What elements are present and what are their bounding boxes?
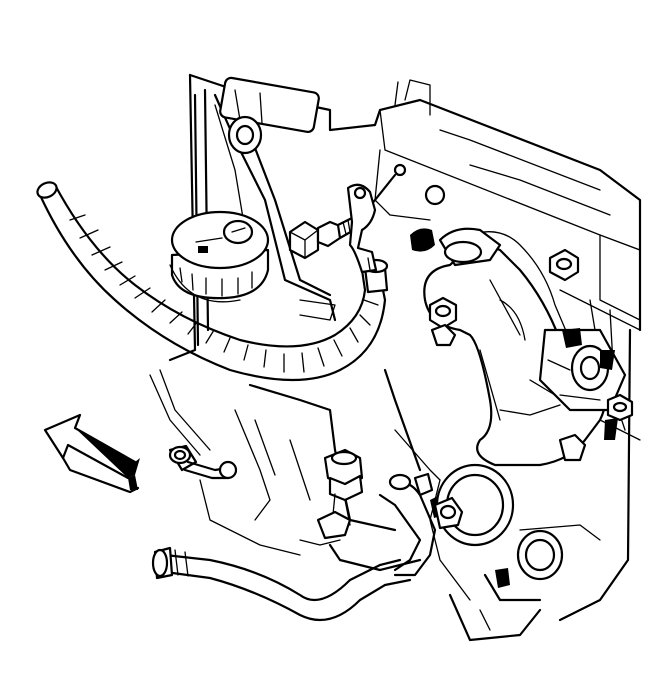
- heater-hose: [36, 181, 389, 382]
- front-direction-arrow: [43, 413, 140, 494]
- coolant-outlet-fittings: [413, 463, 601, 601]
- surge-tank-cap: [169, 210, 270, 303]
- ring-terminal: [346, 183, 378, 274]
- ground-strap-bolt: [288, 173, 397, 260]
- engine-block: [168, 73, 642, 642]
- lower-coolant-pipe: [149, 369, 437, 622]
- water-pump-housing: [410, 227, 634, 588]
